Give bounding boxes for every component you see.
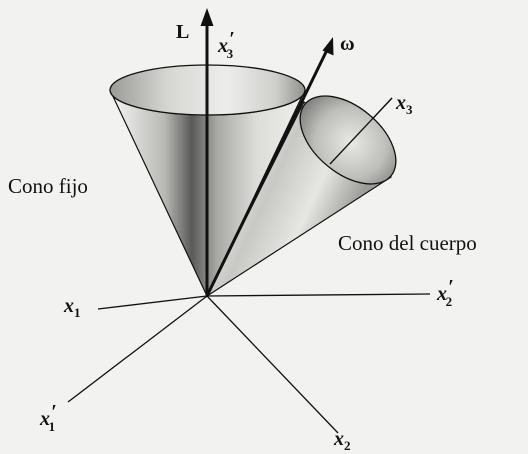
label-fixed-cone: Cono fijo (8, 174, 88, 198)
axis-x1 (97, 295, 208, 310)
axis-x3-upper (329, 97, 393, 165)
label-x3: x3 (395, 92, 413, 117)
axis-x2 (206, 295, 339, 434)
label-angular-velocity: ω (340, 33, 355, 55)
label-angular-momentum: L (176, 21, 189, 43)
angular-velocity-arrowhead (322, 37, 334, 56)
label-x1: x1 (63, 295, 81, 320)
label-x2: x2 (333, 428, 351, 453)
label-x3-prime: x′3 (217, 28, 235, 61)
label-x1-prime: x′1 (39, 401, 57, 434)
body-cone-top (299, 95, 397, 185)
label-x2-prime: x′2 (436, 276, 454, 309)
axis-x2-prime (206, 293, 431, 297)
axis-x1-prime (67, 295, 208, 403)
angular-momentum-vector (200, 8, 214, 296)
label-body-cone: Cono del cuerpo (338, 231, 477, 255)
angular-velocity-vector (205, 37, 334, 297)
angular-momentum-arrowhead (200, 8, 214, 26)
